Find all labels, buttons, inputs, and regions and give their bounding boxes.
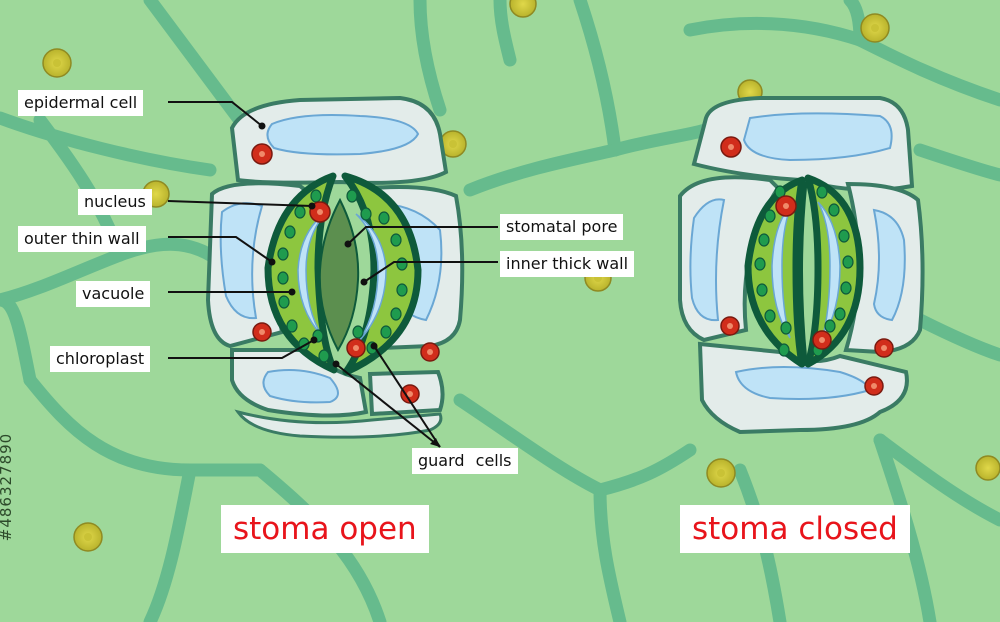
label-guard-cells: guard cells — [412, 448, 518, 474]
pollen-dot-centers — [53, 24, 879, 541]
label-epidermal-cell: epidermal cell — [18, 90, 144, 116]
chloroplasts-closed — [754, 185, 854, 357]
label-vacuole: vacuole — [76, 281, 151, 307]
label-nucleus: nucleus — [78, 189, 152, 215]
stomatal-pore — [318, 197, 360, 353]
guard-cells-arrowheads — [430, 438, 440, 447]
guard-cell-left-closed — [744, 176, 806, 368]
caption-stoma-closed: stoma closed — [680, 505, 910, 553]
stock-id: #486327890 — [0, 432, 16, 542]
chloroplasts-open — [277, 189, 408, 363]
caption-stoma-open: stoma open — [221, 505, 429, 553]
closed-stoma — [678, 96, 925, 435]
guard-cell-right-closed — [804, 174, 864, 368]
label-outer-thin-wall: outer thin wall — [18, 226, 146, 252]
label-inner-thick-wall: inner thick wall — [500, 251, 635, 277]
open-stoma — [205, 95, 465, 439]
label-chloroplast: chloroplast — [50, 346, 151, 372]
label-stomatal-pore: stomatal pore — [500, 214, 624, 240]
leader-lines — [167, 101, 498, 448]
